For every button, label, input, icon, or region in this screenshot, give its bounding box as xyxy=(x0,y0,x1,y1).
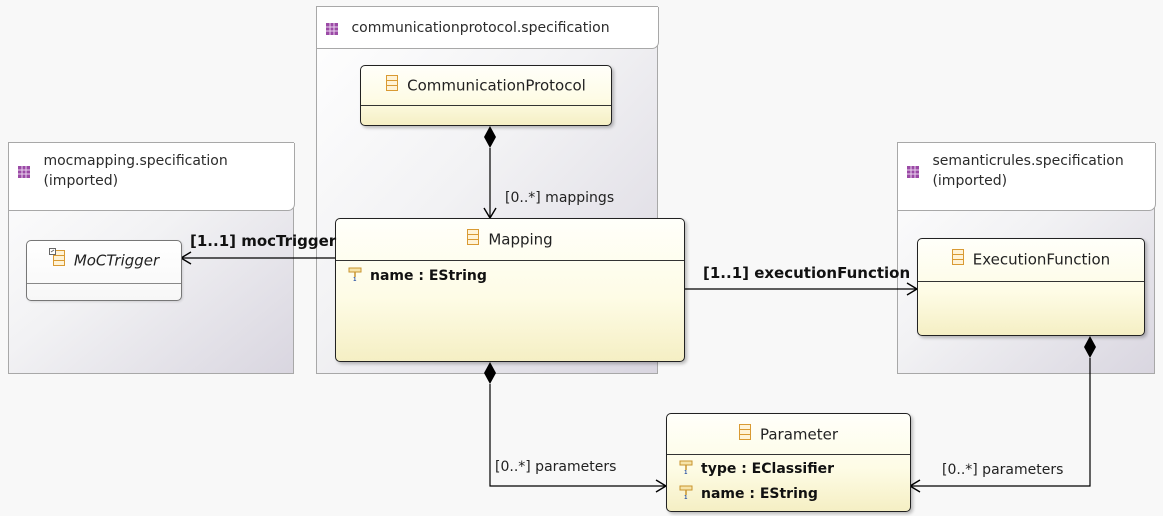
class-name: MoCTrigger xyxy=(73,251,160,270)
attribute-row[interactable]: 1 type : EClassifier xyxy=(679,460,834,478)
class-name: Mapping xyxy=(488,230,553,249)
svg-text:1: 1 xyxy=(684,495,688,499)
moctrigger-label: [1..1] mocTrigger xyxy=(190,232,337,250)
class-header: CommunicationProtocol xyxy=(361,66,611,104)
class-separator xyxy=(336,260,684,261)
package-title-line2: (imported) xyxy=(932,173,1008,189)
class-header: ExecutionFunction xyxy=(918,239,1144,279)
package-title: semanticrules.specification (imported) xyxy=(932,151,1123,191)
class-name: ExecutionFunction xyxy=(972,250,1111,269)
eclass-icon xyxy=(467,220,480,260)
function-parameters-reference[interactable] xyxy=(908,336,1096,493)
eclass-icon xyxy=(386,67,399,105)
package-icon xyxy=(906,165,920,185)
class-moctrigger[interactable]: MoCTrigger xyxy=(26,240,182,301)
class-header: MoCTrigger xyxy=(27,241,181,279)
class-parameter[interactable]: Parameter 1 type : EClassifier 1 name : … xyxy=(666,413,911,512)
eattribute-icon: 1 xyxy=(679,485,693,503)
class-header: Parameter xyxy=(667,414,910,454)
eattribute-icon: 1 xyxy=(348,267,362,285)
class-mapping[interactable]: Mapping 1 name : EString xyxy=(335,218,685,362)
eattribute-icon: 1 xyxy=(679,460,693,478)
class-separator xyxy=(667,454,910,455)
package-tab: communicationprotocol.specification xyxy=(317,7,659,49)
package-title-line1: semanticrules.specification xyxy=(932,153,1124,169)
package-title: communicationprotocol.specification xyxy=(351,20,610,36)
package-tab: semanticrules.specification (imported) xyxy=(898,143,1156,211)
class-separator xyxy=(27,283,181,284)
imported-eclass-icon xyxy=(48,242,65,280)
package-icon xyxy=(325,22,339,42)
package-icon xyxy=(17,165,31,185)
class-name: CommunicationProtocol xyxy=(407,76,586,95)
attribute-label: type : EClassifier xyxy=(701,461,835,477)
class-separator xyxy=(918,281,1144,282)
class-name: Parameter xyxy=(759,425,839,444)
eclass-icon xyxy=(738,415,751,455)
mappings-label: [0..*] mappings xyxy=(505,190,615,206)
class-header: Mapping xyxy=(336,219,684,259)
attribute-label: name : EString xyxy=(370,268,487,284)
attribute-row[interactable]: 1 name : EString xyxy=(679,485,818,503)
svg-text:1: 1 xyxy=(684,470,688,474)
executionfunction-reference[interactable] xyxy=(685,282,919,296)
package-title-line2: (imported) xyxy=(43,173,119,189)
mapping-parameters-label: [0..*] parameters xyxy=(495,459,617,475)
svg-text:1: 1 xyxy=(353,277,357,281)
package-title: mocmapping.specification (imported) xyxy=(43,151,227,191)
function-parameters-label: [0..*] parameters xyxy=(942,462,1064,478)
executionfunction-label: [1..1] executionFunction xyxy=(703,264,911,282)
package-title-line1: mocmapping.specification xyxy=(43,153,228,169)
attribute-row[interactable]: 1 name : EString xyxy=(348,267,487,285)
attribute-label: name : EString xyxy=(701,486,818,502)
class-separator xyxy=(361,105,611,106)
eclass-icon xyxy=(951,240,964,280)
mappings-reference[interactable] xyxy=(483,126,497,220)
moctrigger-reference[interactable] xyxy=(179,251,335,265)
class-communicationprotocol[interactable]: CommunicationProtocol xyxy=(360,65,612,126)
class-executionfunction[interactable]: ExecutionFunction xyxy=(917,238,1145,336)
package-tab: mocmapping.specification (imported) xyxy=(9,143,295,211)
